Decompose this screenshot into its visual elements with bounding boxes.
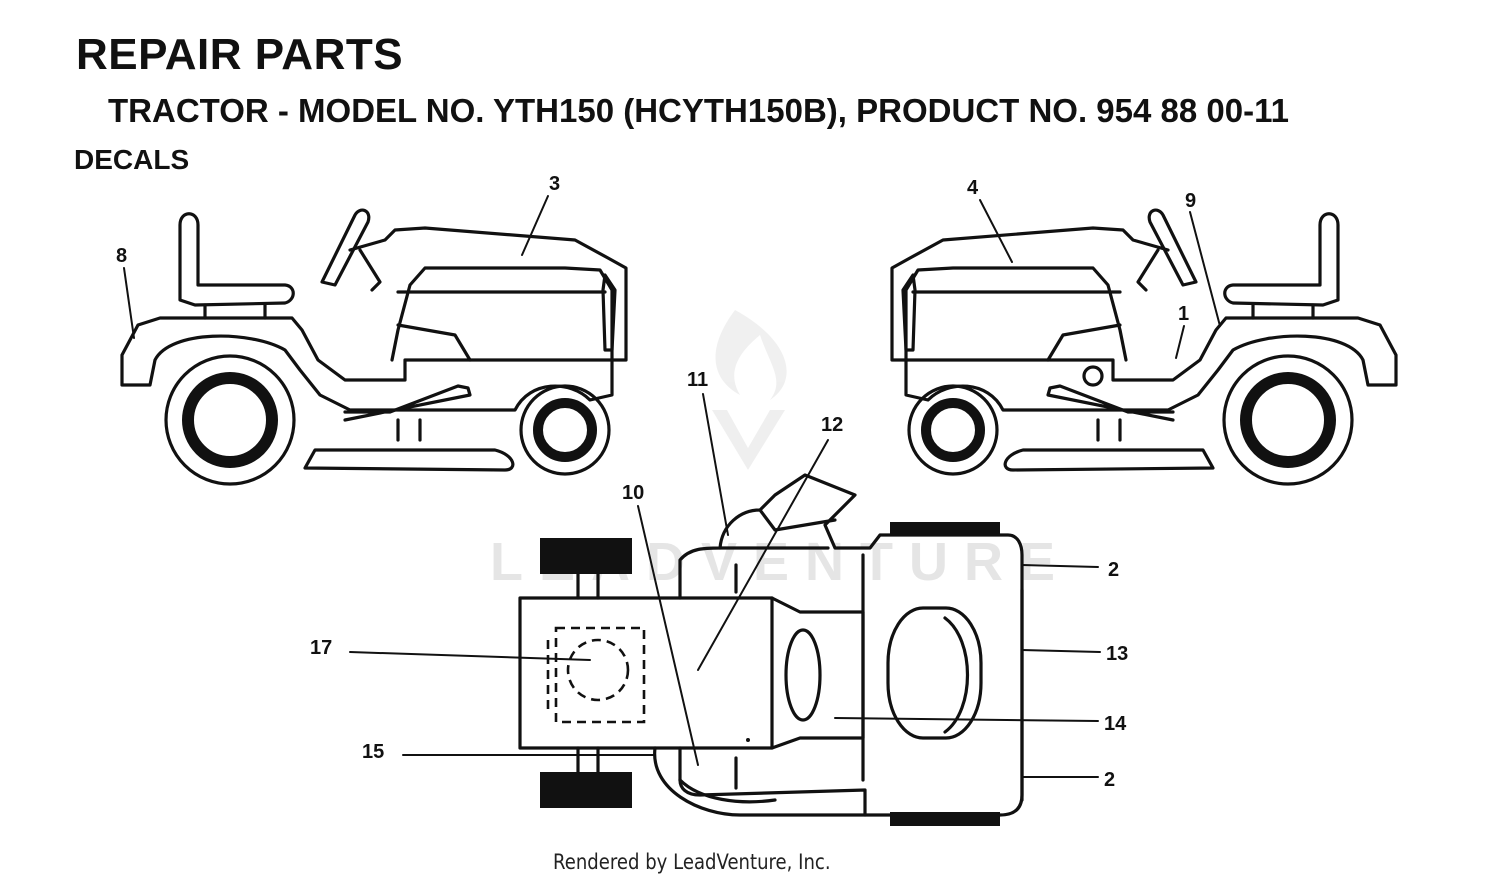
- callout-4: 4: [967, 177, 979, 199]
- footer-credit: Rendered by LeadVenture, Inc.: [553, 850, 831, 874]
- tractor-right-side-view: [890, 208, 1398, 486]
- callout-1: 1: [1178, 303, 1189, 325]
- callout-10: 10: [622, 482, 644, 504]
- callout-3: 3: [549, 173, 560, 195]
- callout-14: 14: [1104, 713, 1127, 735]
- callout-13: 13: [1106, 643, 1128, 665]
- callout-leaders: [123, 195, 1221, 778]
- callout-2-top: 2: [1108, 559, 1119, 581]
- callout-numbers: 3 8 4 9 1 11 12 10 2 13 14 2 17 15: [116, 173, 1196, 791]
- callout-12: 12: [821, 414, 843, 436]
- page-title: REPAIR PARTS: [76, 30, 404, 79]
- callout-15: 15: [362, 741, 384, 763]
- tractor-left-side-view: [120, 208, 628, 486]
- callout-11: 11: [687, 369, 708, 391]
- model-subtitle: TRACTOR - MODEL NO. YTH150 (HCYTH150B), …: [108, 92, 1289, 129]
- tractor-top-view: [518, 473, 1024, 826]
- callout-9: 9: [1185, 190, 1196, 212]
- callout-2-bottom: 2: [1104, 769, 1115, 791]
- callout-17: 17: [310, 637, 332, 659]
- section-title: DECALS: [74, 144, 190, 175]
- callout-8: 8: [116, 245, 127, 267]
